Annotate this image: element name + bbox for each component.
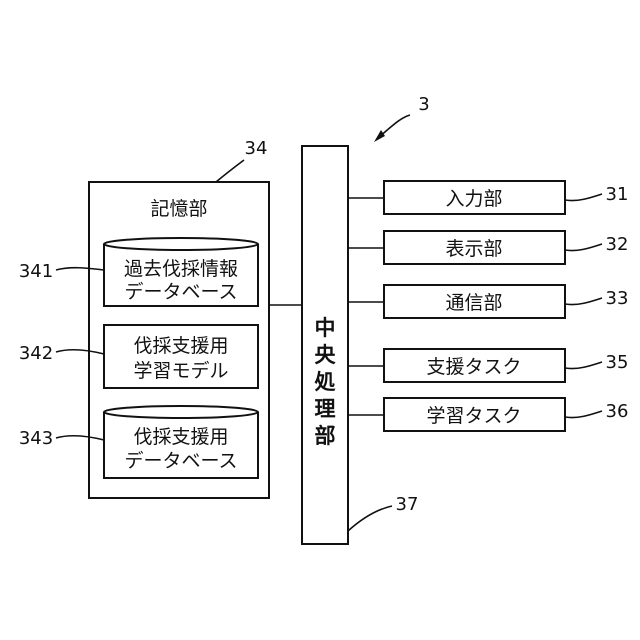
module-31-ref-leader (565, 194, 602, 201)
cpu-label: 中 央 処 理 部 (315, 316, 337, 448)
module-33-ref-leader (565, 298, 602, 305)
module-35-ref-leader (565, 362, 602, 369)
storage-ref-leader (216, 160, 244, 182)
database-past-logging-info: 過去伐採情報 データベース (104, 238, 258, 306)
model-342-label-line1: 伐採支援用 (133, 335, 228, 357)
cpu-label-char-4: 理 (315, 397, 336, 421)
db-343-label-line1: 伐採支援用 (133, 426, 228, 448)
module-33-ref-label: 33 (606, 288, 629, 309)
db-343-top (104, 406, 258, 418)
cpu-label-char-3: 処 (315, 370, 337, 394)
db-341-label-line1: 過去伐採情報 (124, 258, 238, 280)
model-342-ref-label: 342 (19, 343, 53, 364)
module-35-ref-label: 35 (606, 352, 629, 373)
db-341-label-line2: データベース (124, 281, 237, 303)
module-31-ref-label: 31 (606, 184, 629, 205)
cpu-label-char-2: 央 (315, 343, 337, 367)
module-36-ref-leader (565, 411, 602, 418)
module-32-label: 表示部 (445, 238, 502, 260)
module-35-label: 支援タスク (426, 356, 521, 378)
storage-unit-title: 記憶部 (150, 198, 207, 220)
database-logging-support: 伐採支援用 データベース (104, 406, 258, 478)
module-32-ref-leader (565, 244, 602, 251)
learning-model-box: 伐採支援用 学習モデル (104, 325, 258, 388)
db-343-ref-label: 343 (19, 428, 53, 449)
db-343-label-line2: データベース (124, 450, 237, 472)
db-341-top (104, 238, 258, 250)
cpu-label-char-5: 部 (315, 424, 336, 448)
module-31-label: 入力部 (445, 188, 502, 210)
storage-ref-label: 34 (245, 138, 268, 159)
model-342-label-line2: 学習モデル (133, 360, 228, 382)
cpu-ref-label: 37 (396, 494, 419, 515)
module-32-ref-label: 32 (606, 234, 629, 255)
cpu-label-char-1: 中 (315, 316, 336, 340)
module-36-label: 学習タスク (426, 405, 521, 427)
cpu-ref-leader (348, 506, 392, 531)
system-ref-arrowhead (374, 130, 385, 142)
module-36-ref-label: 36 (606, 401, 629, 422)
module-33-label: 通信部 (445, 292, 502, 314)
system-ref-label: 3 (418, 94, 429, 115)
db-341-ref-label: 341 (19, 261, 53, 282)
